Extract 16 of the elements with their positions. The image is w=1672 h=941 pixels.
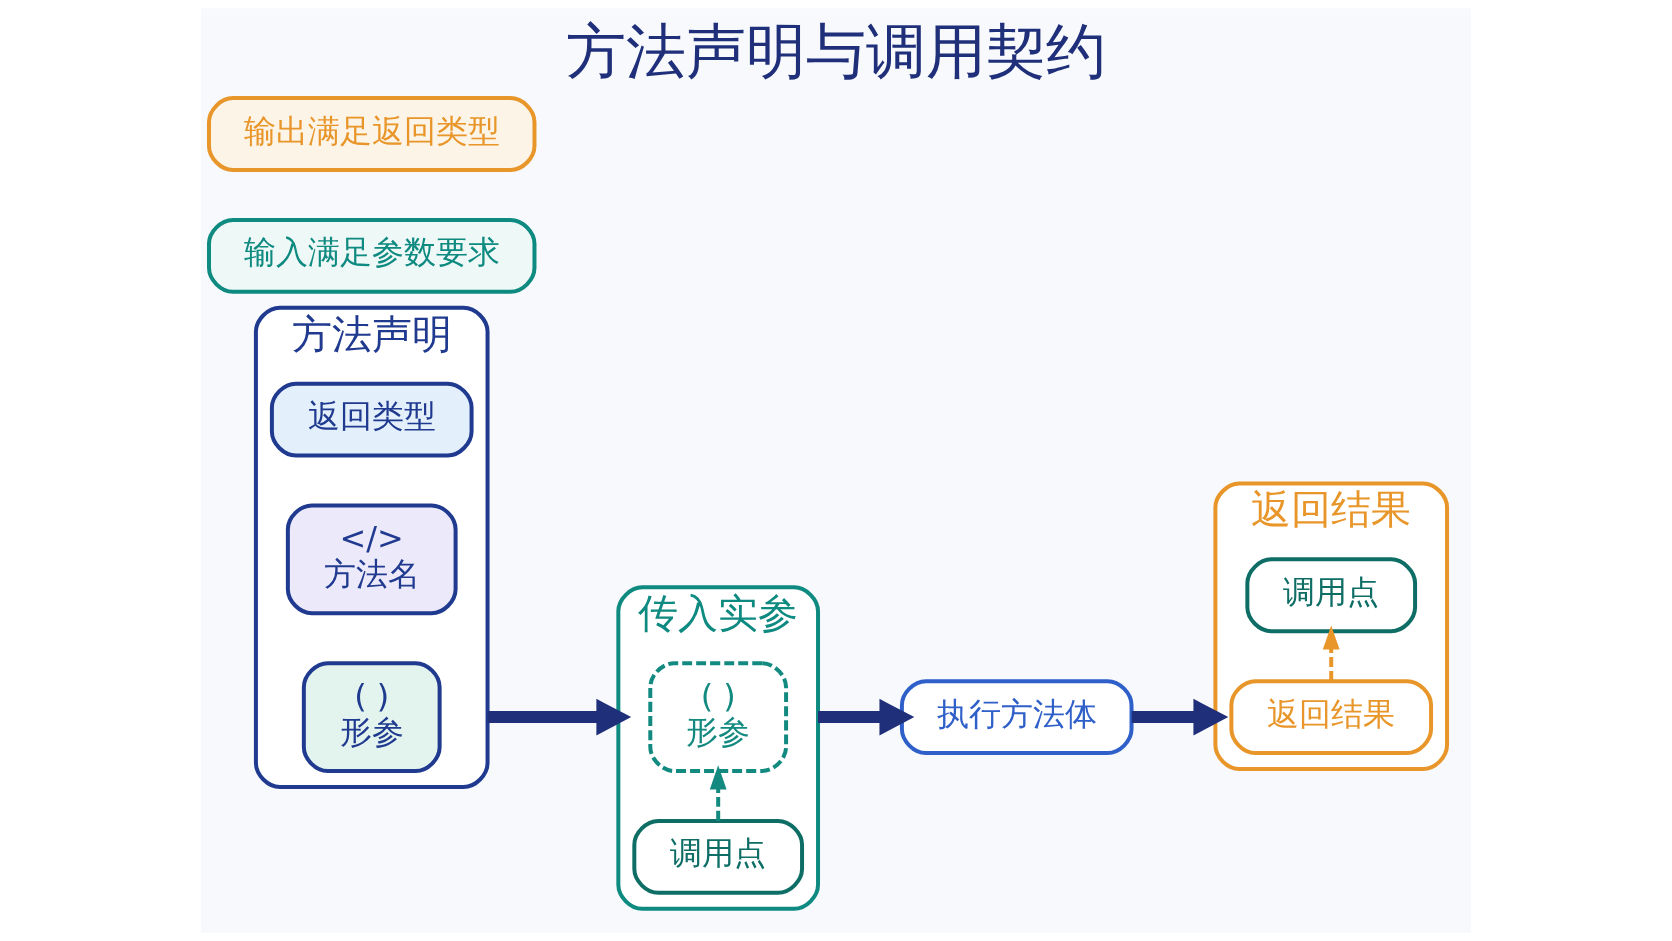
diagram-title: 方法声明与调用契约: [566, 16, 1106, 87]
node-box: 返回类型: [269, 381, 474, 458]
node-box: ( ) 形参: [648, 661, 789, 774]
node-box: 调用点: [632, 818, 805, 895]
node-box: ( ) 形参: [301, 661, 442, 774]
node-box: </> 方法名: [285, 503, 458, 616]
arrow: [709, 765, 727, 821]
node-box: 执行方法体: [899, 679, 1134, 756]
node-box: 输入满足参数要求: [207, 217, 537, 294]
arrow: [818, 698, 915, 736]
arrow: [1131, 698, 1229, 736]
node-box: 输出满足返回类型: [207, 96, 537, 172]
node-box: 返回结果: [1229, 679, 1434, 756]
arrow: [1322, 625, 1340, 681]
node-box: 调用点: [1245, 557, 1418, 634]
arrow: [487, 698, 632, 736]
